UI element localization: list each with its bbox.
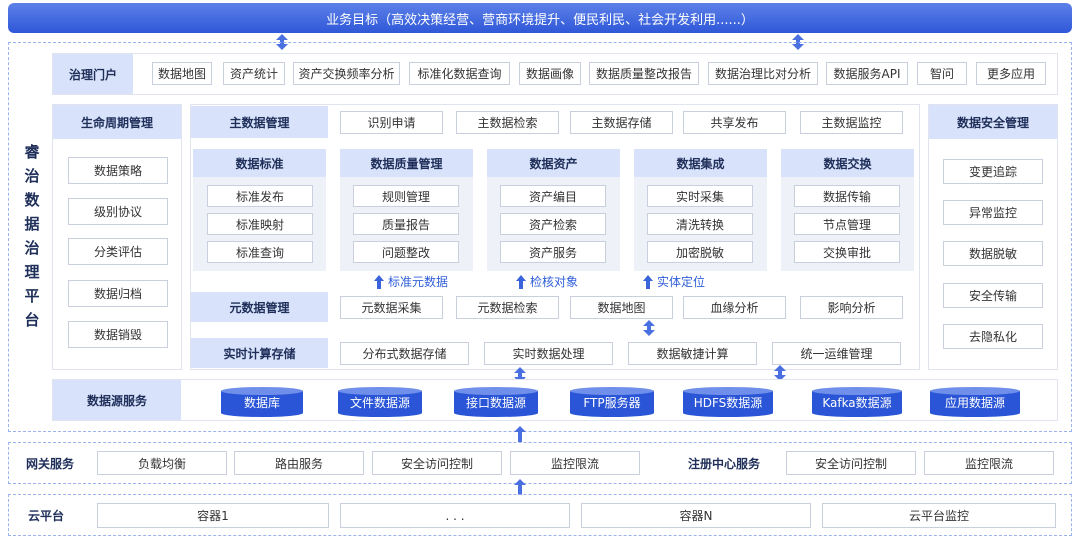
gateway-item[interactable]: 监控限流 [510,451,640,475]
datasource-cylinder[interactable]: HDFS数据源 [683,387,773,417]
metadata-item[interactable]: 血缘分析 [683,296,786,319]
cloud-item[interactable]: 云平台监控 [822,503,1056,528]
datasource-row [52,379,1058,421]
master-item[interactable]: 主数据存储 [570,111,673,134]
module-item[interactable]: 加密脱敏 [647,241,753,263]
up-arrow-icon [514,426,526,446]
metadata-item[interactable]: 元数据采集 [340,296,443,319]
up-arrow-icon [516,274,526,289]
module-item[interactable]: 标准查询 [207,241,313,263]
portal-item-more-apps[interactable]: 更多应用 [976,62,1046,85]
module-item[interactable]: 标准发布 [207,185,313,207]
module-title: 数据交换 [781,149,914,177]
datasource-cylinder[interactable]: FTP服务器 [570,387,654,417]
cloud-item[interactable]: 容器N [581,503,811,528]
cloud-label: 云平台 [27,508,64,523]
portal-item-data-api[interactable]: 数据服务API [826,62,908,85]
cloud-item[interactable]: 容器1 [97,503,329,528]
registry-item[interactable]: 安全访问控制 [786,451,916,475]
portal-item-data-map[interactable]: 数据地图 [152,62,212,85]
module-title: 数据标准 [193,149,326,177]
security-item[interactable]: 去隐私化 [943,324,1043,349]
security-title: 数据安全管理 [929,105,1057,139]
business-goal-banner: 业务目标（高效决策经营、营商环境提升、便民利民、社会开发利用......） [8,3,1072,33]
module-item[interactable]: 规则管理 [353,185,459,207]
master-item[interactable]: 共享发布 [683,111,786,134]
module-item[interactable]: 清洗转换 [647,213,753,235]
module-item[interactable]: 节点管理 [794,213,900,235]
registry-label: 注册中心服务 [687,456,760,471]
annotation-check-object: 检核对象 [516,273,578,290]
security-item[interactable]: 变更追踪 [943,159,1043,184]
datasource-cylinder[interactable]: 应用数据源 [930,387,1020,417]
up-arrow-icon [374,274,384,289]
module-item[interactable]: 资产检索 [500,213,606,235]
module-title: 数据资产 [487,149,620,177]
datasource-cylinder[interactable]: Kafka数据源 [812,387,902,417]
security-item[interactable]: 数据脱敏 [943,241,1043,266]
datasource-cylinder[interactable]: 接口数据源 [454,387,538,417]
gateway-item[interactable]: 路由服务 [234,451,364,475]
up-arrow-icon [643,274,653,289]
module-item[interactable]: 交换审批 [794,241,900,263]
realtime-item[interactable]: 数据敏捷计算 [628,342,757,365]
module-item[interactable]: 资产服务 [500,241,606,263]
realtime-item[interactable]: 实时数据处理 [484,342,613,365]
annotation-standard-metadata: 标准元数据 [374,273,448,290]
portal-item-data-profile[interactable]: 数据画像 [519,62,581,85]
annotation-entity-locate: 实体定位 [643,273,705,290]
gateway-item[interactable]: 安全访问控制 [372,451,502,475]
module-title: 数据集成 [634,149,767,177]
gateway-row [8,442,1072,484]
gateway-label: 网关服务 [25,456,74,471]
module-item[interactable]: 资产编目 [500,185,606,207]
portal-item-ask[interactable]: 智问 [917,62,967,85]
metadata-item[interactable]: 数据地图 [570,296,673,319]
datasource-cylinder[interactable]: 文件数据源 [338,387,422,417]
lifecycle-title: 生命周期管理 [53,105,181,139]
portal-item-exchange-frequency[interactable]: 资产交换频率分析 [293,62,400,85]
cloud-row [8,494,1072,536]
double-arrow-icon [774,365,786,381]
lifecycle-item[interactable]: 数据销毁 [68,321,168,348]
double-arrow-icon [643,320,655,336]
module-title: 数据质量管理 [340,149,473,177]
platform-title: 睿治 数据 治理 平台 [24,143,40,329]
master-data-label: 主数据管理 [191,106,328,138]
master-item[interactable]: 主数据监控 [800,111,903,134]
module-item[interactable]: 问题整改 [353,241,459,263]
realtime-item[interactable]: 统一运维管理 [772,342,901,365]
portal-item-standard-query[interactable]: 标准化数据查询 [409,62,510,85]
lifecycle-item[interactable]: 级别协议 [68,198,168,225]
metadata-label: 元数据管理 [191,292,328,322]
module-item[interactable]: 质量报告 [353,213,459,235]
realtime-item[interactable]: 分布式数据存储 [340,342,469,365]
platform-container [8,42,1072,432]
lifecycle-item[interactable]: 分类评估 [68,238,168,265]
registry-item[interactable]: 监控限流 [924,451,1054,475]
datasource-cylinder[interactable]: 数据库 [221,387,303,417]
master-item[interactable]: 主数据检索 [456,111,559,134]
realtime-label: 实时计算存储 [191,338,328,368]
portal-item-governance-compare[interactable]: 数据治理比对分析 [708,62,818,85]
up-arrow-icon [514,479,526,499]
module-item[interactable]: 数据传输 [794,185,900,207]
metadata-item[interactable]: 元数据检索 [456,296,559,319]
module-item[interactable]: 实时采集 [647,185,753,207]
module-item[interactable]: 标准映射 [207,213,313,235]
datasource-label: 数据源服务 [53,380,181,420]
cloud-item: . . . [340,503,570,528]
portal-label: 治理门户 [53,54,133,94]
portal-item-asset-stats[interactable]: 资产统计 [223,62,285,85]
lifecycle-item[interactable]: 数据归档 [68,280,168,307]
security-item[interactable]: 安全传输 [943,283,1043,308]
metadata-item[interactable]: 影响分析 [800,296,903,319]
master-item[interactable]: 识别申请 [340,111,443,134]
security-item[interactable]: 异常监控 [943,200,1043,225]
lifecycle-item[interactable]: 数据策略 [68,157,168,184]
gateway-item[interactable]: 负载均衡 [97,451,227,475]
portal-item-quality-report[interactable]: 数据质量整改报告 [589,62,699,85]
